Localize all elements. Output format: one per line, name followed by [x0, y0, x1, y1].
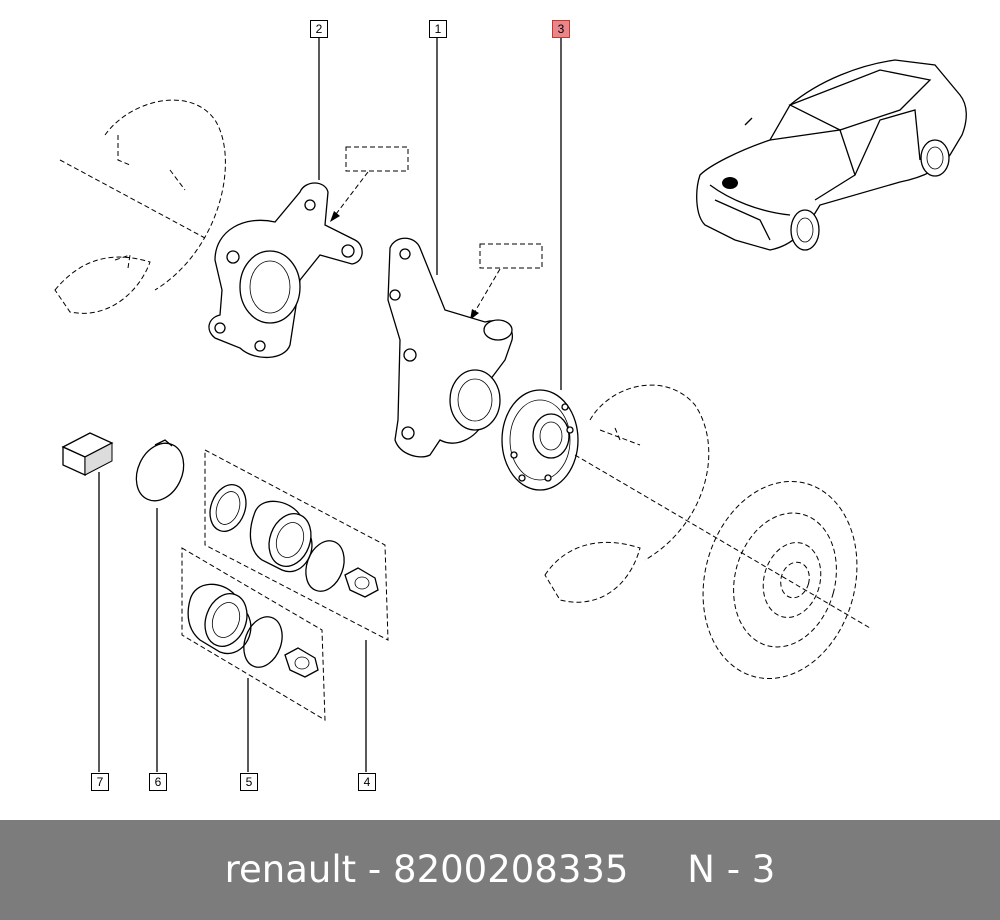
car-illustration	[696, 59, 967, 251]
steering-knuckle-2	[208, 182, 363, 359]
callout-2: 2	[310, 20, 328, 38]
left-dust-shield	[54, 99, 226, 314]
parts-diagram	[54, 37, 967, 772]
callout-1: 1	[429, 20, 447, 38]
callout-7: 7	[91, 773, 109, 791]
kit-4-parts	[209, 484, 379, 598]
right-dust-shield	[544, 384, 710, 603]
callout-4: 4	[358, 773, 376, 791]
wheel-hub-3	[501, 389, 579, 491]
kit-box-5	[181, 547, 326, 721]
leader-lines	[98, 37, 562, 772]
callout-6: 6	[149, 773, 167, 791]
callout-5: 5	[240, 773, 258, 791]
circlip-6	[135, 439, 185, 502]
callout-3-highlighted: 3	[552, 20, 570, 38]
steering-knuckle-1	[387, 237, 513, 458]
brake-disc	[702, 480, 858, 680]
kit-box-4	[204, 449, 389, 641]
part-number-footer: renault - 8200208335 N - 3	[0, 820, 1000, 920]
reference-boxes	[329, 146, 543, 321]
grease-pack-7	[61, 432, 114, 477]
kit-5-parts	[187, 583, 319, 678]
